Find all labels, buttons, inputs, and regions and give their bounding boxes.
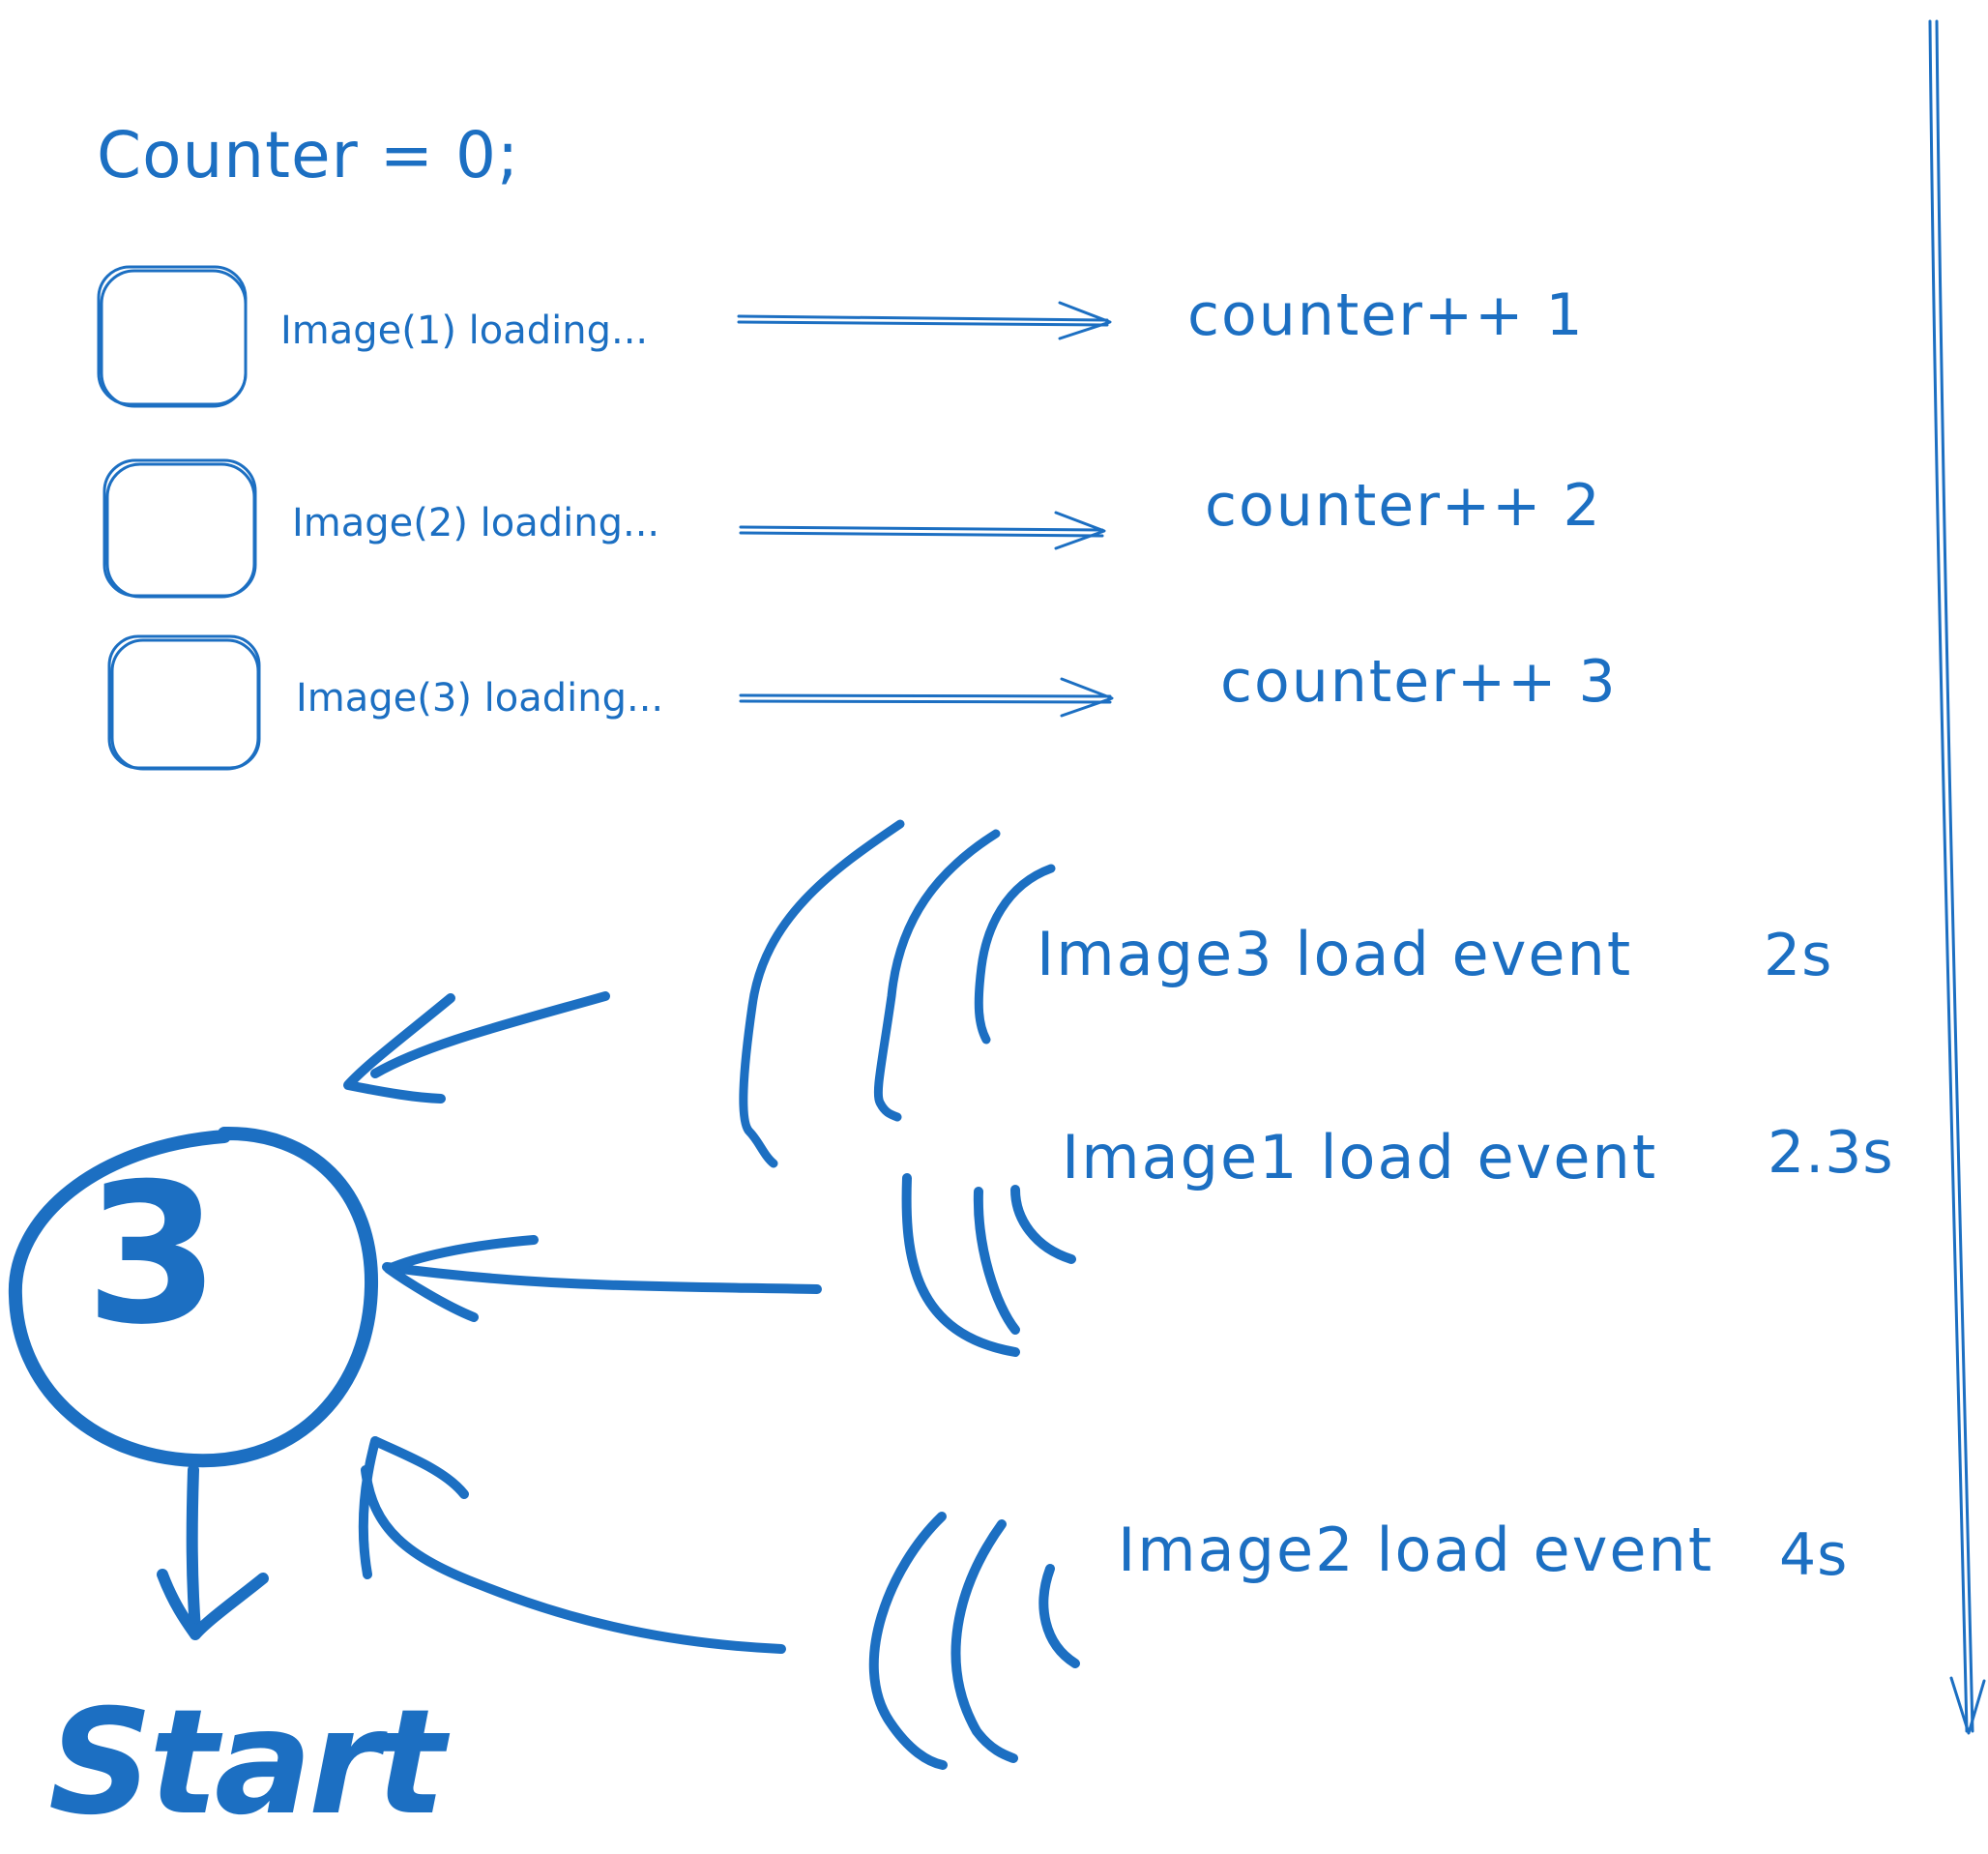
image1-load-time: 2.3s — [1768, 1119, 1894, 1187]
counter-increment-1: counter++ 1 — [1187, 281, 1585, 349]
arrow-to-counter-1 — [343, 991, 610, 1104]
start-label: Start — [48, 1679, 446, 1847]
arrow-to-counter-3 — [358, 1436, 786, 1654]
image3-loading-label: Image(3) loading... — [296, 676, 664, 721]
image3-load-event-label: Image3 load event — [1037, 919, 1633, 989]
image1-loading-label: Image(1) loading... — [280, 309, 649, 353]
image-placeholder-1 — [97, 265, 248, 408]
counter-increment-3: counter++ 3 — [1220, 648, 1618, 716]
image3-load-time: 2s — [1764, 922, 1833, 989]
image-placeholder-2 — [102, 458, 257, 599]
arrow-to-start — [157, 1464, 269, 1640]
image2-loading-label: Image(2) loading... — [292, 501, 660, 545]
image2-load-time: 4s — [1779, 1521, 1849, 1589]
image2-load-event-label: Image2 load event — [1118, 1515, 1714, 1585]
signal-waves-event-3 — [868, 1512, 1080, 1770]
counter-increment-2: counter++ 2 — [1205, 472, 1602, 540]
arrow-load-1 — [737, 301, 1112, 340]
signal-waves-event-2 — [901, 1173, 1076, 1357]
arrow-load-3 — [739, 677, 1114, 718]
image1-load-event-label: Image1 load event — [1062, 1122, 1658, 1192]
counter-value: 3 — [85, 1142, 221, 1368]
image-placeholder-3 — [107, 634, 261, 771]
signal-waves-event-1 — [739, 819, 1056, 1168]
arrow-load-2 — [739, 511, 1106, 550]
arrow-to-counter-2 — [382, 1235, 822, 1322]
timeline-arrow — [1928, 19, 1986, 1735]
counter-circle — [8, 1126, 379, 1468]
counter-init-label: Counter = 0; — [97, 118, 520, 192]
